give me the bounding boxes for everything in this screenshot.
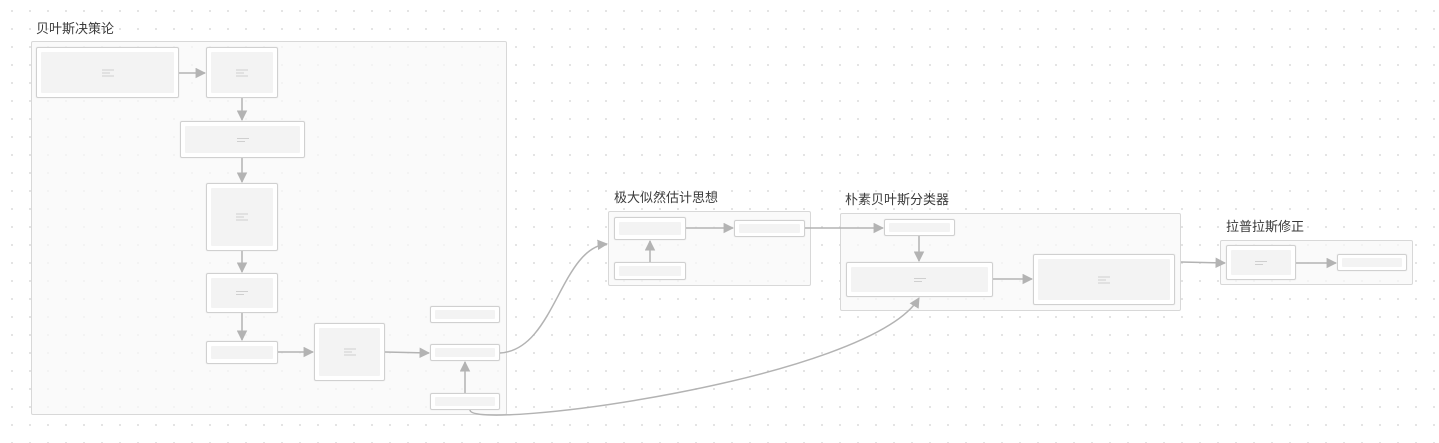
text-lines-icon xyxy=(101,67,114,78)
node-m3[interactable] xyxy=(734,220,805,237)
node-b5[interactable] xyxy=(206,273,278,313)
text-lines-icon xyxy=(236,289,248,297)
node-b7[interactable] xyxy=(314,323,385,381)
group-title-bayes-decision: 贝叶斯决策论 xyxy=(36,22,115,37)
node-b1[interactable] xyxy=(36,47,179,98)
text-lines-icon xyxy=(236,67,248,78)
node-b10[interactable] xyxy=(430,393,500,410)
node-b2[interactable] xyxy=(206,47,278,98)
node-n3[interactable] xyxy=(1033,254,1175,305)
node-m2[interactable] xyxy=(614,262,686,280)
text-lines-icon xyxy=(1098,274,1110,285)
node-b8[interactable] xyxy=(430,306,500,323)
group-title-mle: 极大似然估计思想 xyxy=(614,191,719,206)
text-lines-icon xyxy=(343,347,356,358)
edge-b10-n2 xyxy=(469,297,920,416)
text-lines-icon xyxy=(236,136,249,144)
node-l1[interactable] xyxy=(1226,245,1296,280)
text-lines-icon xyxy=(1255,259,1267,267)
edge-n3-l1 xyxy=(1180,257,1227,269)
text-lines-icon xyxy=(236,212,248,223)
group-title-laplace: 拉普拉斯修正 xyxy=(1226,220,1305,235)
node-b3[interactable] xyxy=(180,121,305,158)
node-b6[interactable] xyxy=(206,341,278,364)
node-n1[interactable] xyxy=(884,219,955,236)
node-b9[interactable] xyxy=(430,344,500,361)
text-lines-icon xyxy=(913,276,926,284)
node-n2[interactable] xyxy=(846,262,993,297)
node-b4[interactable] xyxy=(206,183,278,251)
group-title-naive-bayes: 朴素贝叶斯分类器 xyxy=(845,193,950,208)
node-l2[interactable] xyxy=(1337,254,1407,271)
edge-b9-m1 xyxy=(499,239,609,354)
node-m1[interactable] xyxy=(614,217,686,240)
